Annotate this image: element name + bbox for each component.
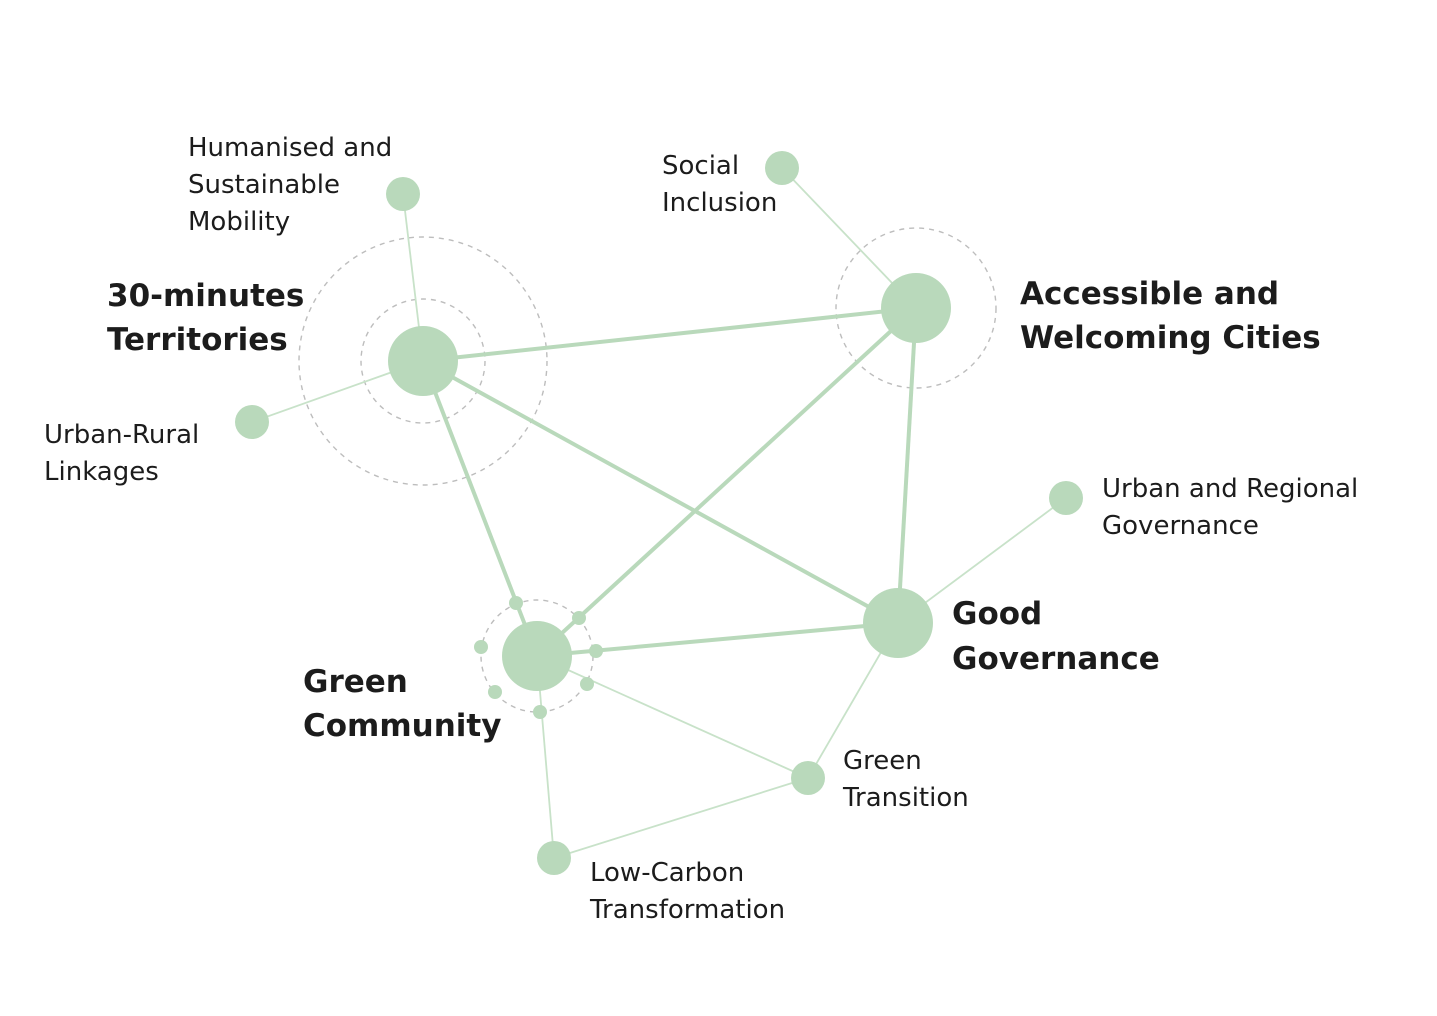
label-regional_gov-line-1: Urban and Regional [1102, 474, 1358, 504]
territories-inner-ring [360, 298, 486, 424]
label-mobility-line-3: Mobility [188, 207, 290, 237]
community-satellite-dot-3 [474, 640, 488, 654]
node-social [765, 151, 799, 185]
accessible-ring [835, 227, 997, 389]
node-accessible [881, 273, 951, 343]
community-satellite-dot-1 [509, 596, 523, 610]
label-territories-line-1: 30-minutes [107, 278, 304, 314]
node-circles [235, 151, 1083, 875]
community-satellite-dot-6 [488, 685, 502, 699]
label-accessible-line-2: Welcoming Cities [1020, 320, 1321, 356]
link-community-green_transition [536, 655, 809, 779]
node-territories [388, 326, 458, 396]
node-community [502, 621, 572, 691]
label-low_carbon-line-1: Low-Carbon [590, 858, 744, 888]
node-low_carbon [537, 841, 571, 875]
label-governance-line-1: Good [952, 596, 1042, 632]
link-accessible-governance [896, 307, 918, 624]
dashed-rings [298, 227, 997, 713]
label-community-line-1: Green [303, 664, 408, 700]
link-territories-accessible [422, 306, 917, 363]
label-territories-line-2: Territories [107, 322, 288, 358]
label-green_transition-line-1: Green [843, 746, 922, 776]
node-urban_rural [235, 405, 269, 439]
community-satellite-dot-5 [580, 677, 594, 691]
community-satellite-dot-2 [572, 611, 586, 625]
label-mobility-line-2: Sustainable [188, 170, 340, 200]
node-regional_gov [1049, 481, 1083, 515]
link-territories-community [421, 360, 539, 657]
label-regional_gov-line-2: Governance [1102, 511, 1259, 541]
label-urban_rural-line-2: Linkages [44, 457, 159, 487]
connection-lines [251, 167, 1067, 859]
label-community-line-2: Community [303, 708, 501, 744]
node-governance [863, 588, 933, 658]
community-satellite-dot-4 [589, 644, 603, 658]
label-governance-line-2: Governance [952, 641, 1160, 677]
link-green_transition-low_carbon [553, 777, 809, 859]
label-green_transition-line-2: Transition [842, 783, 969, 813]
label-mobility-line-1: Humanised and [188, 133, 392, 163]
label-social-line-2: Inclusion [662, 188, 777, 218]
territories-outer-ring [298, 236, 548, 486]
node-mobility [386, 177, 420, 211]
label-low_carbon-line-2: Transformation [589, 895, 785, 925]
link-accessible-community [535, 306, 918, 658]
label-social-line-1: Social [662, 151, 739, 181]
link-territories-governance [422, 359, 899, 625]
label-accessible-line-1: Accessible and [1020, 276, 1279, 312]
node-green_transition [791, 761, 825, 795]
label-urban_rural-line-1: Urban-Rural [44, 420, 199, 450]
community-satellite-dot-7 [533, 705, 547, 719]
